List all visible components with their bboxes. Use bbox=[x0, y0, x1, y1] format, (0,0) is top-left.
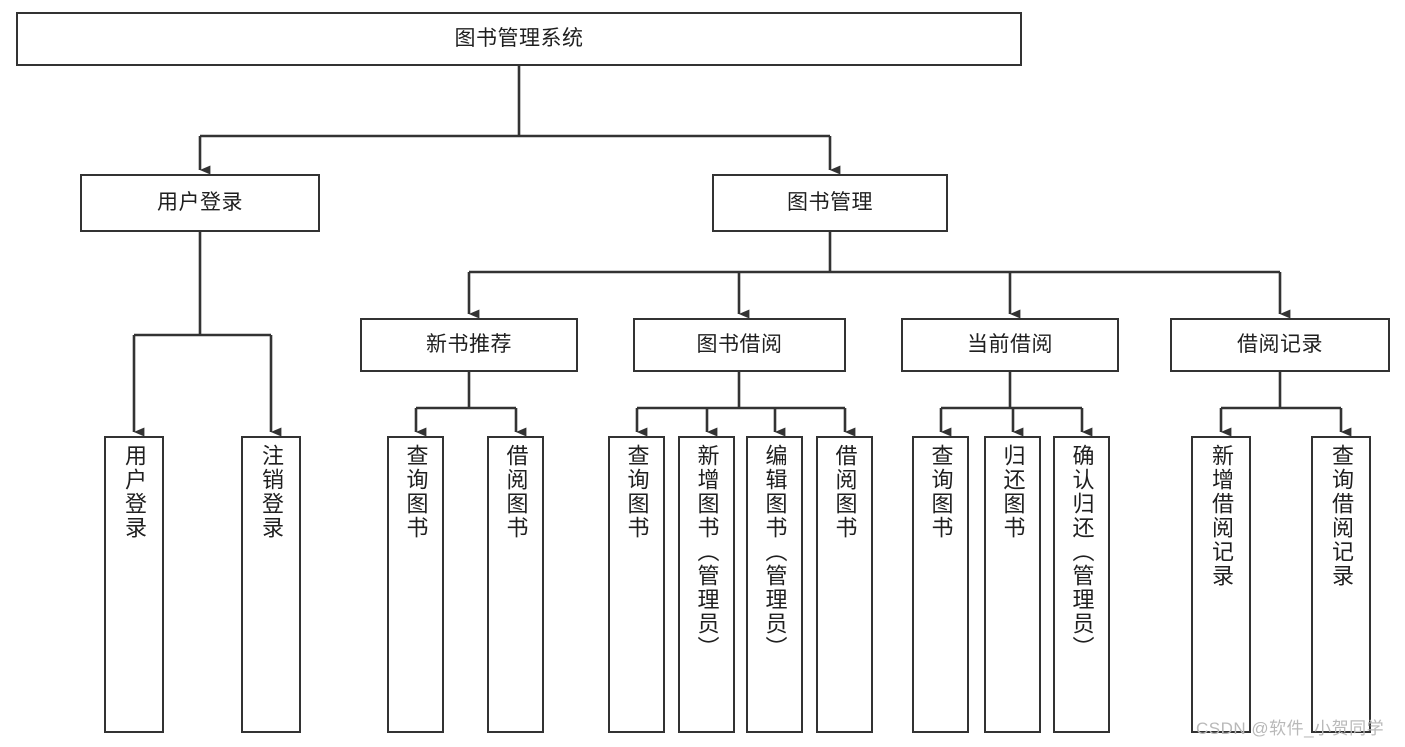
node-leaf-confirm-return-admin-label: 确认归还（管理员） bbox=[1069, 444, 1095, 660]
node-current-borrow[interactable]: 当前借阅 bbox=[901, 318, 1119, 372]
node-root-label: 图书管理系统 bbox=[454, 26, 584, 50]
node-leaf-add-borrow-record-label: 新增借阅记录 bbox=[1208, 444, 1234, 588]
node-leaf-logout-login-label: 注销登录 bbox=[258, 444, 284, 540]
node-user-login-label: 用户登录 bbox=[157, 190, 243, 214]
node-borrow-record[interactable]: 借阅记录 bbox=[1170, 318, 1390, 372]
node-leaf-query-book-borrow-label: 查询图书 bbox=[624, 444, 650, 540]
node-book-manage[interactable]: 图书管理 bbox=[712, 174, 948, 232]
node-borrow-record-label: 借阅记录 bbox=[1237, 332, 1323, 356]
node-leaf-edit-book-admin[interactable]: 编辑图书（管理员） bbox=[746, 436, 803, 733]
node-new-book-recommend[interactable]: 新书推荐 bbox=[360, 318, 578, 372]
node-leaf-return-book[interactable]: 归还图书 bbox=[984, 436, 1041, 733]
node-book-manage-label: 图书管理 bbox=[787, 190, 873, 214]
node-new-book-recommend-label: 新书推荐 bbox=[426, 332, 512, 356]
node-leaf-add-book-admin[interactable]: 新增图书（管理员） bbox=[678, 436, 735, 733]
node-leaf-borrow-book[interactable]: 借阅图书 bbox=[816, 436, 873, 733]
node-leaf-query-borrow-record[interactable]: 查询借阅记录 bbox=[1311, 436, 1371, 733]
node-leaf-logout-login[interactable]: 注销登录 bbox=[241, 436, 301, 733]
node-root[interactable]: 图书管理系统 bbox=[16, 12, 1022, 66]
node-leaf-add-borrow-record[interactable]: 新增借阅记录 bbox=[1191, 436, 1251, 733]
node-leaf-query-book-current-label: 查询图书 bbox=[928, 444, 954, 540]
node-leaf-query-book-current[interactable]: 查询图书 bbox=[912, 436, 969, 733]
node-user-login[interactable]: 用户登录 bbox=[80, 174, 320, 232]
node-leaf-edit-book-admin-label: 编辑图书（管理员） bbox=[762, 444, 788, 660]
node-leaf-user-login[interactable]: 用户登录 bbox=[104, 436, 164, 733]
node-book-borrow-label: 图书借阅 bbox=[696, 332, 783, 356]
node-leaf-add-book-admin-label: 新增图书（管理员） bbox=[694, 444, 720, 660]
node-leaf-query-borrow-record-label: 查询借阅记录 bbox=[1328, 444, 1354, 588]
node-leaf-borrow-book-label: 借阅图书 bbox=[832, 444, 858, 540]
csdn-watermark: CSDN @软件_小贺同学 bbox=[1196, 719, 1385, 738]
node-leaf-user-login-label: 用户登录 bbox=[121, 444, 147, 540]
node-leaf-query-book-borrow[interactable]: 查询图书 bbox=[608, 436, 665, 733]
node-leaf-borrow-book-recommend-label: 借阅图书 bbox=[503, 444, 529, 540]
node-leaf-return-book-label: 归还图书 bbox=[1000, 444, 1026, 540]
node-leaf-confirm-return-admin[interactable]: 确认归还（管理员） bbox=[1053, 436, 1110, 733]
node-leaf-query-book-recommend-label: 查询图书 bbox=[403, 444, 429, 540]
node-book-borrow[interactable]: 图书借阅 bbox=[633, 318, 846, 372]
node-leaf-query-book-recommend[interactable]: 查询图书 bbox=[387, 436, 444, 733]
node-leaf-borrow-book-recommend[interactable]: 借阅图书 bbox=[487, 436, 544, 733]
node-current-borrow-label: 当前借阅 bbox=[967, 332, 1053, 356]
